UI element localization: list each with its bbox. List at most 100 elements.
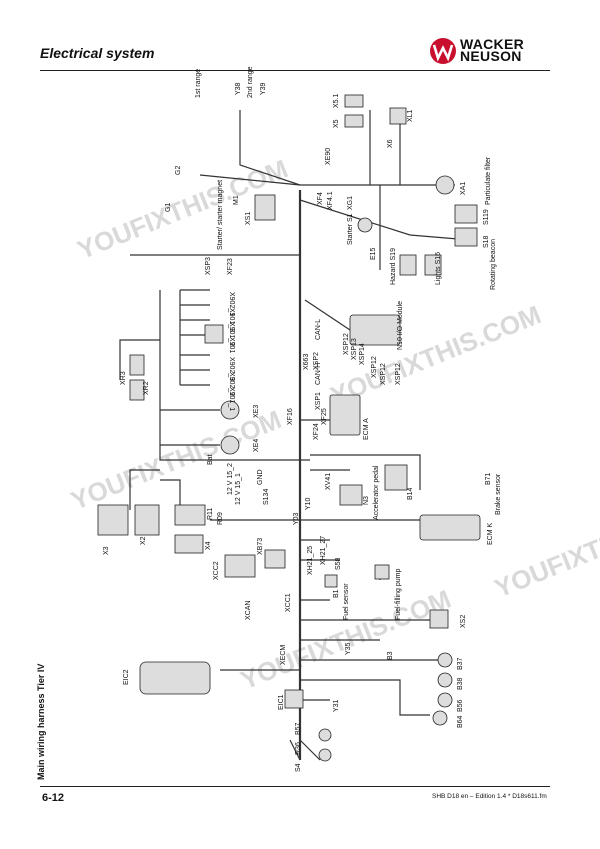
label-x901-3: X901_3 — [228, 308, 235, 332]
label-xe90: XE90 — [325, 148, 332, 165]
label-r09: R09 — [217, 512, 224, 525]
connector-xe3 — [220, 400, 240, 420]
label-y38: Y38 — [235, 82, 242, 95]
label-xsp13: XSP13 — [351, 338, 358, 360]
label-io-module-n10: N10 I/O Module — [397, 301, 404, 350]
connector-xcc2 — [224, 554, 256, 578]
page-title: Electrical system — [40, 45, 155, 61]
label-xg1: XG1 — [347, 196, 354, 210]
label-e15: E15 — [370, 247, 377, 260]
label-s4: S4 — [295, 763, 302, 772]
label-xf4: XF4 — [317, 192, 324, 205]
sensor-r36 — [318, 748, 332, 762]
label-hazard-s19: Hazard S19 — [390, 248, 397, 285]
connector-xb73 — [264, 549, 286, 569]
label-xe4: XE4 — [253, 439, 260, 452]
ecm-k-block — [419, 514, 481, 541]
label-x902-3: X902_3 — [228, 357, 235, 381]
label-b56: B56 — [457, 699, 464, 712]
label-b1: B1 — [333, 589, 340, 598]
connector-xs2 — [429, 609, 449, 629]
label-xf25: XF25 — [321, 408, 328, 425]
connector-eic2 — [139, 661, 211, 695]
sensor-b38 — [437, 672, 453, 688]
label-xf41: XF4.1 — [327, 191, 334, 210]
label-xcc1: XCC1 — [285, 593, 292, 612]
label-y10: Y10 — [305, 497, 312, 510]
label-xsp14: XSP14 — [359, 343, 366, 365]
label-x5: X5 — [333, 119, 340, 128]
edition-info: SHB D18 en – Edition 1.4 * D18s611.fm — [432, 793, 547, 800]
connector-xl1 — [389, 107, 407, 125]
label-fuel-filling-pump: Fuel-filling pump — [395, 569, 402, 620]
brand-line1: WACKER — [460, 36, 525, 52]
sensor-b37 — [437, 652, 453, 668]
connector-xr2 — [129, 379, 145, 401]
label-eic2: EIC2 — [123, 669, 130, 685]
label-rotating-beacon: Rotating beacon — [490, 239, 497, 290]
footer-rule — [40, 786, 550, 787]
label-s18: S18 — [483, 235, 490, 248]
connector-x2 — [134, 504, 160, 536]
connector-r11 — [174, 504, 206, 526]
sensor-b56 — [437, 692, 453, 708]
label-starter-s1: Starter S1 — [347, 213, 354, 245]
connector-xr3 — [129, 354, 145, 376]
label-x902-1: X902_1 — [228, 292, 235, 316]
label-bat: Bat — [207, 454, 214, 465]
label-starter-magnet: Starter/ starter magnet — [217, 180, 224, 250]
label-g2: G2 — [175, 166, 182, 175]
label-xr2: XR2 — [143, 381, 150, 395]
label-y03: Y03 — [293, 512, 300, 525]
label-xh21-27: XH21_27 — [320, 536, 327, 565]
logo-w-mark-icon — [432, 44, 454, 62]
label-x902-2: X902_2 — [228, 372, 235, 396]
starter-s1 — [357, 217, 373, 233]
label-xf16: XF16 — [287, 408, 294, 425]
wire-harness — [119, 110, 471, 761]
label-lights-s16: Lights S16 — [435, 252, 442, 285]
connector-x901 — [204, 324, 224, 344]
fuel-filling-pump — [374, 564, 390, 580]
label-y31: Y31 — [333, 699, 340, 712]
fuel-sensor-b1 — [324, 574, 338, 588]
label-brake-sensor: Brake sensor — [495, 473, 502, 515]
label-b64: B64 — [457, 715, 464, 728]
label-xe3: XE3 — [253, 405, 260, 418]
label-12v-15-2: 12 V 15_2 — [227, 463, 234, 495]
label-xr3: XR3 — [120, 371, 127, 385]
label-b38: B38 — [457, 677, 464, 690]
label-xsp3: XSP3 — [205, 257, 212, 275]
label-xs2: XS2 — [460, 615, 467, 628]
label-xv41: XV41 — [325, 473, 332, 490]
label-y35: Y35 — [345, 642, 352, 655]
label-xcc2: XCC2 — [213, 561, 220, 580]
label-12v-15-1: 12 V 15_1 — [235, 473, 242, 505]
connector-s19 — [399, 254, 417, 276]
sensor-b57 — [318, 728, 332, 742]
connectors — [97, 94, 481, 762]
label-particulate-filter: Particulate filter — [485, 156, 492, 205]
label-xl1: XL1 — [407, 109, 414, 122]
label-fuel-sensor: Fuel sensor — [343, 583, 350, 620]
label-n3: N3 — [363, 496, 370, 505]
connector-x4 — [174, 534, 204, 554]
connector-n3 — [339, 484, 363, 506]
label-x51: X5.1 — [333, 93, 340, 108]
sensor-b64 — [432, 710, 448, 726]
connector-x51 — [344, 94, 364, 108]
label-xa1: XA1 — [460, 182, 467, 195]
connector-xs1 — [254, 194, 276, 221]
label-xsp12c: XSP12 — [380, 363, 387, 385]
label-b57: B57 — [295, 722, 302, 735]
page-number: 6-12 — [42, 792, 65, 804]
label-x4: X4 — [205, 541, 212, 550]
label-xsp12: XSP12 — [343, 333, 350, 355]
label-b71: B71 — [485, 472, 492, 485]
label-b3: B3 — [387, 651, 394, 660]
ecm-a-block — [329, 394, 361, 436]
label-xsp12d: XSP12 — [395, 363, 402, 385]
io-module-n10 — [349, 314, 401, 346]
label-y39: Y39 — [260, 82, 267, 95]
